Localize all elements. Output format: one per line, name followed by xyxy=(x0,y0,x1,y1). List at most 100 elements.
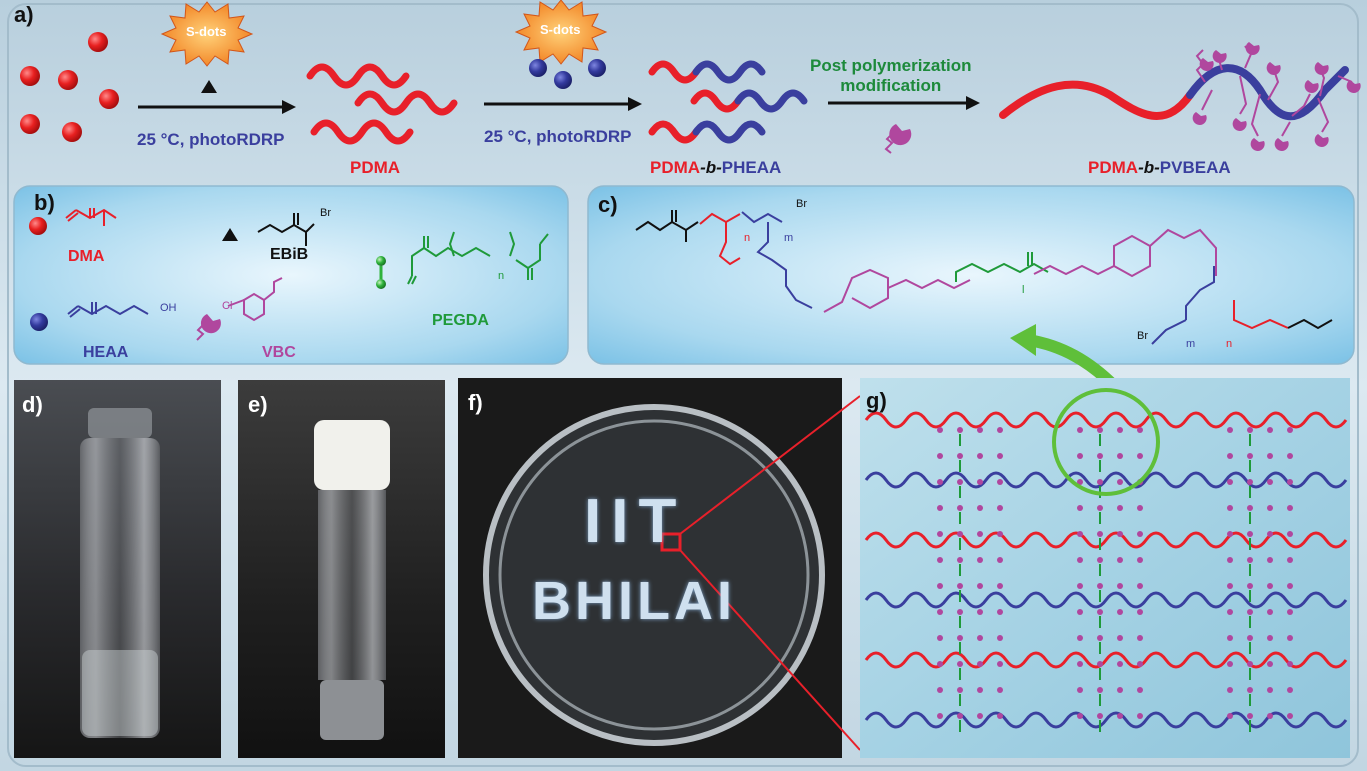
product-pdma-b-pvbeaa-label: PDMA-b-PVBEAA xyxy=(1088,158,1231,177)
pendant-dot xyxy=(977,713,983,719)
pendant-dot xyxy=(977,557,983,563)
pendant-dot xyxy=(977,479,983,485)
pendant-dot xyxy=(1137,609,1143,615)
pendant-dot xyxy=(1097,661,1103,667)
pendant-dot xyxy=(1267,713,1273,719)
pendant-dot xyxy=(1137,557,1143,563)
pendant-dot xyxy=(1097,713,1103,719)
pendant-dot xyxy=(1117,609,1123,615)
pendant-dot xyxy=(1227,453,1233,459)
pendant-dot xyxy=(1247,505,1253,511)
heaa-oh-group: OH xyxy=(160,302,177,314)
structure-c-br-bottom: Br xyxy=(1137,330,1148,342)
vbc-label: VBC xyxy=(262,344,296,361)
pendant-dot xyxy=(1267,505,1273,511)
pendant-dot xyxy=(937,713,943,719)
pendant-dot xyxy=(1137,687,1143,693)
pendant-dot xyxy=(977,531,983,537)
pendant-dot xyxy=(977,609,983,615)
pendant-dot xyxy=(1077,479,1083,485)
pendant-dot xyxy=(1137,661,1143,667)
zoom-circle xyxy=(1052,388,1160,496)
pendant-dot xyxy=(1077,453,1083,459)
pendant-dot xyxy=(1117,427,1123,433)
pendant-dot xyxy=(957,427,963,433)
pendant-dot xyxy=(1077,661,1083,667)
pendant-dot xyxy=(1227,687,1233,693)
pendant-dot xyxy=(1287,635,1293,641)
pendant-dot xyxy=(1117,713,1123,719)
pendant-dot xyxy=(937,479,943,485)
product-pdma-b-pheaa-label: PDMA-b-PHEAA xyxy=(650,158,782,177)
pendant-dot xyxy=(1267,635,1273,641)
pendant-dot xyxy=(1097,583,1103,589)
panel-c-box xyxy=(587,185,1355,365)
structure-c-br-top: Br xyxy=(796,198,807,210)
pendant-dot xyxy=(1267,557,1273,563)
pendant-dot xyxy=(1137,583,1143,589)
ebib-label: EBiB xyxy=(270,246,309,263)
pendant-dot xyxy=(937,505,943,511)
pendant-dot xyxy=(937,687,943,693)
pendant-dot xyxy=(1267,479,1273,485)
pendant-dot xyxy=(977,427,983,433)
panel-e-label: e) xyxy=(248,392,268,417)
pendant-dot xyxy=(1137,427,1143,433)
pendant-dot xyxy=(1077,557,1083,563)
panel-a-scheme xyxy=(20,0,1361,154)
condition-2-label: 25 °C, photoRDRP xyxy=(484,127,632,146)
pendant-dot xyxy=(1227,635,1233,641)
pendant-dot xyxy=(1227,505,1233,511)
pendant-dot xyxy=(1267,531,1273,537)
pendant-dot xyxy=(977,687,983,693)
pendant-dot xyxy=(1077,427,1083,433)
pendant-dot xyxy=(937,609,943,615)
ebib-br-atom: Br xyxy=(320,207,331,219)
zoom-box xyxy=(660,532,682,552)
pendant-dot xyxy=(977,453,983,459)
pendant-dot xyxy=(977,635,983,641)
network-chain xyxy=(864,531,1348,549)
pendant-dot xyxy=(1137,713,1143,719)
pendant-dot xyxy=(997,479,1003,485)
pendant-dot xyxy=(1077,505,1083,511)
pendant-dot xyxy=(957,609,963,615)
pendant-dot xyxy=(1117,635,1123,641)
pendant-groups xyxy=(1192,42,1361,151)
product-pdma-label: PDMA xyxy=(350,158,401,177)
pendant-dot xyxy=(977,505,983,511)
pendant-dot xyxy=(1287,713,1293,719)
pegda-n-subscript: n xyxy=(498,270,505,282)
vial-e xyxy=(314,420,390,740)
pendant-dot xyxy=(1247,661,1253,667)
pendant-dot xyxy=(1287,609,1293,615)
pendant-dot xyxy=(997,557,1003,563)
pendant-dot xyxy=(1077,531,1083,537)
pendant-dot xyxy=(1287,505,1293,511)
pegda-label: PEGDA xyxy=(432,312,489,329)
pendant-dot xyxy=(957,505,963,511)
pendant-dot xyxy=(957,557,963,563)
panel-c-label: c) xyxy=(598,192,618,217)
pendant-dot xyxy=(1287,687,1293,693)
pendant-dot xyxy=(997,661,1003,667)
pendant-dot xyxy=(1247,713,1253,719)
pendant-dot xyxy=(1137,531,1143,537)
sdots-star-2 xyxy=(514,0,608,65)
pendant-dot xyxy=(1097,479,1103,485)
pendant-dot xyxy=(1287,531,1293,537)
pendant-dot xyxy=(1137,505,1143,511)
structure-c-m-bottom: m xyxy=(1186,338,1196,350)
pendant-dot xyxy=(997,453,1003,459)
pendant-dot xyxy=(1077,609,1083,615)
pendant-dot xyxy=(937,531,943,537)
petri-dish xyxy=(483,404,825,746)
pendant-dot xyxy=(957,661,963,667)
structure-c-n-top: n xyxy=(744,232,751,244)
pendant-dot xyxy=(1247,635,1253,641)
pendant-dot xyxy=(1077,687,1083,693)
panel-d-label: d) xyxy=(22,392,43,417)
pendant-dot xyxy=(1247,453,1253,459)
panel-b-label: b) xyxy=(34,190,55,215)
